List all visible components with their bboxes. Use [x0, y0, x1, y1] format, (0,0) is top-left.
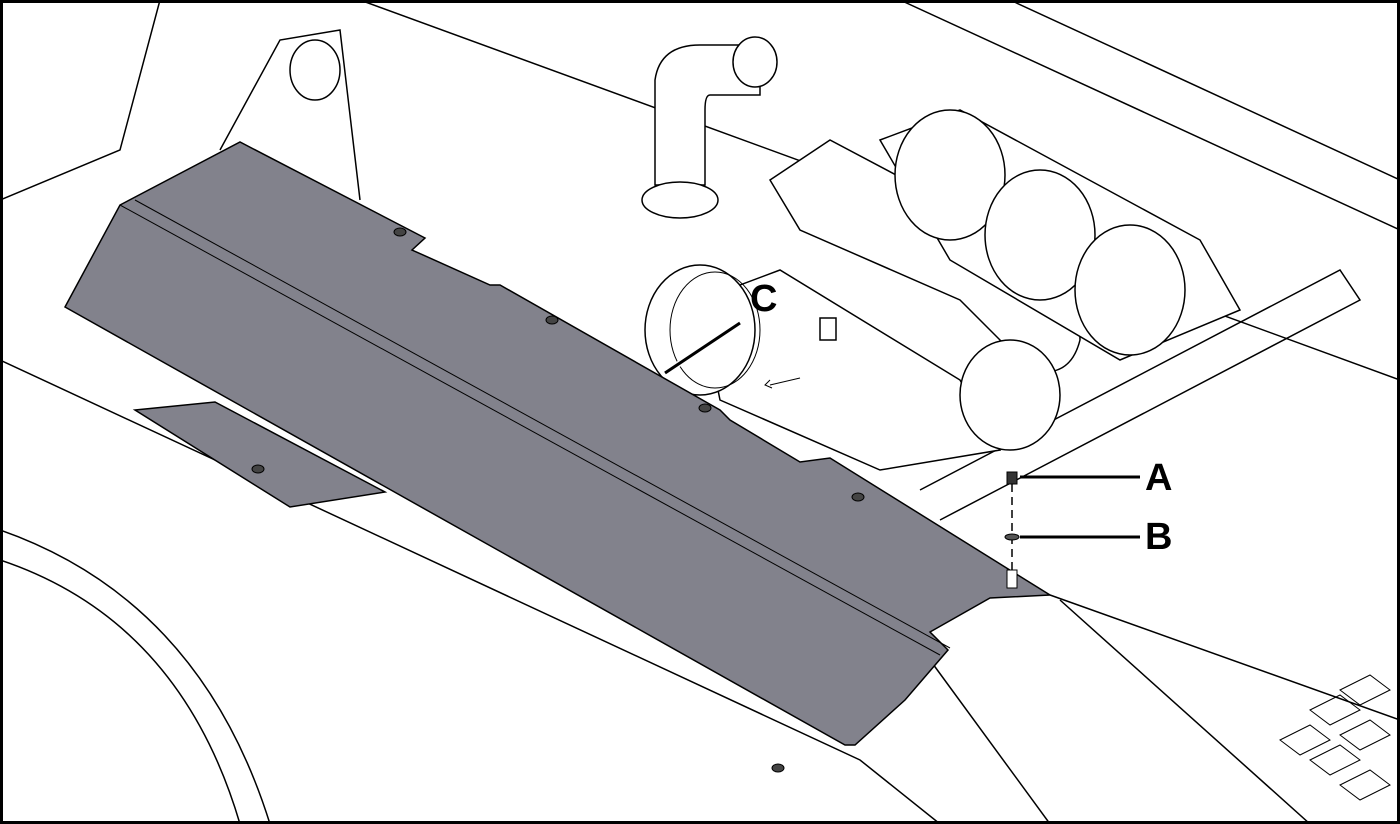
cover-bolts	[251, 227, 865, 773]
cover-cutout	[132, 401, 388, 508]
callout-a: A	[1020, 457, 1172, 499]
callout-b: B	[1020, 516, 1172, 558]
bolt-and-washer	[1004, 471, 1020, 589]
callout-label-b: B	[1145, 516, 1172, 558]
cover-plate	[63, 141, 1053, 773]
callout-label-c: C	[750, 278, 777, 320]
callout-c: C	[663, 278, 777, 376]
callout-label-a: A	[1145, 457, 1172, 499]
